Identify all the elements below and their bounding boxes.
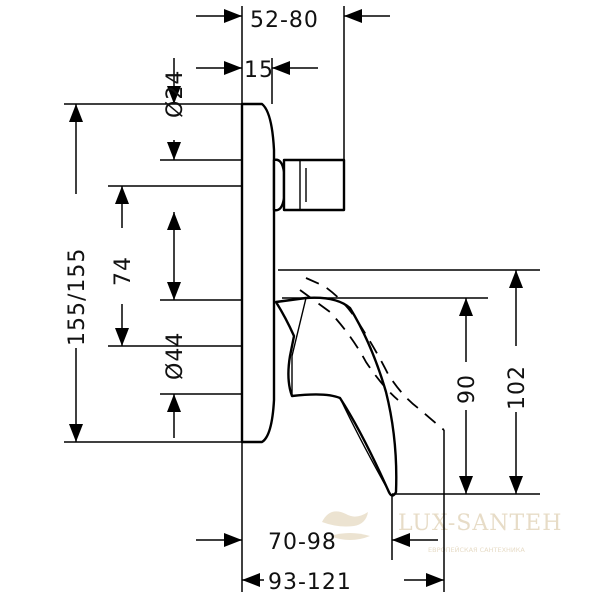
dim-spout-reach-label: 70-98 (268, 530, 337, 555)
dim-overall-height-label: 155/155 (65, 248, 90, 346)
dim-total-depth: 93-121 (242, 570, 444, 595)
dim-spout-reach: 70-98 (196, 530, 438, 555)
dim-spacing-label: 74 (111, 256, 136, 286)
mixer-part (240, 102, 445, 497)
dim-total-height-label: 102 (505, 365, 530, 410)
dim-flange-depth: 15 (196, 58, 318, 83)
diverter-connector (282, 158, 346, 212)
dim-diameter-24: Ø24 (163, 58, 188, 160)
dim-total-height: 102 (502, 270, 530, 494)
reference-lines (64, 6, 540, 592)
lever-swing-path (305, 277, 445, 431)
dim-diameter-24-label: Ø24 (163, 70, 188, 118)
dim-diameter-44-label: Ø44 (163, 332, 188, 380)
dim-outlet-height-label: 90 (455, 374, 480, 404)
dim-flange-depth-label: 15 (244, 58, 274, 83)
watermark-brand: LUX-SANTEH (398, 511, 562, 536)
dim-top-width-label: 52-80 (250, 8, 319, 33)
dim-top-width: 52-80 (196, 8, 390, 33)
watermark-logo: LUX-SANTEH ЕВРОПЕЙСКАЯ САНТЕХНИКА (322, 511, 562, 554)
spout-lever (274, 296, 398, 497)
dim-outlet-height: 90 (452, 298, 480, 494)
dim-overall-height: 155/155 (62, 104, 90, 442)
dim-diameter-44: Ø44 (163, 212, 188, 438)
cover-plate (240, 102, 276, 444)
dim-total-depth-label: 93-121 (268, 570, 352, 595)
dim-spacing: 74 (111, 186, 136, 346)
watermark-tagline: ЕВРОПЕЙСКАЯ САНТЕХНИКА (428, 545, 525, 554)
connector-collar (272, 158, 286, 212)
